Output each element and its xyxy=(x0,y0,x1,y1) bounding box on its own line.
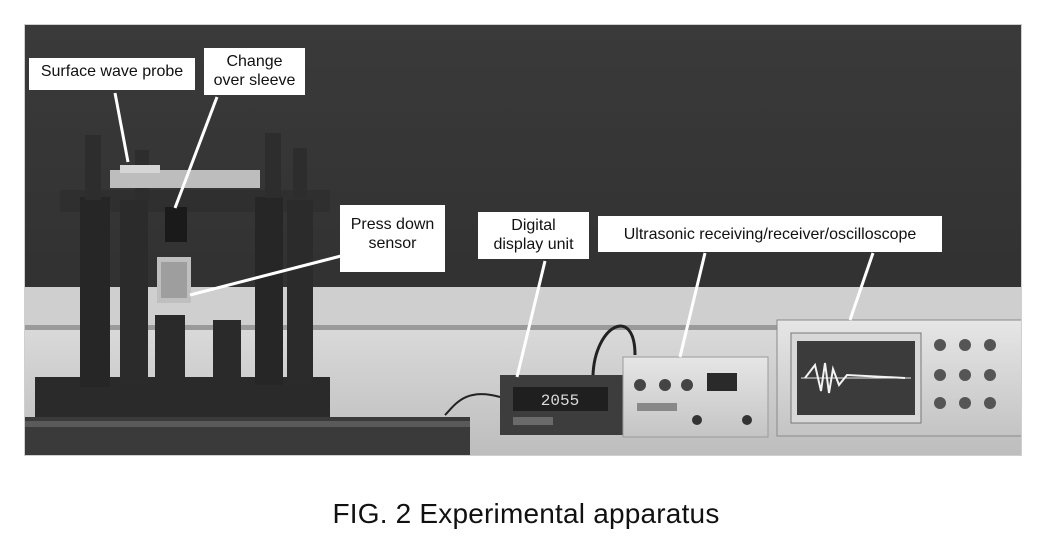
callout-change-over-sleeve: Change over sleeve xyxy=(204,48,305,95)
ultrasonic-receiver-device xyxy=(622,356,769,438)
callout-digital-display-unit: Digital display unit xyxy=(478,212,589,259)
callout-pointers xyxy=(113,92,875,378)
loading-frame xyxy=(35,133,330,419)
display-readout: 2055 xyxy=(541,392,579,410)
digital-display-device: 2055 xyxy=(500,375,625,435)
figure-caption: FIG. 2 Experimental apparatus xyxy=(332,498,720,529)
oscilloscope-device xyxy=(776,319,1021,437)
callout-press-down-sensor: Press down sensor xyxy=(340,205,445,272)
callout-surface-wave-probe: Surface wave probe xyxy=(29,58,195,90)
apparatus-photo: 2055 xyxy=(24,24,1022,456)
callout-ultrasonic-receiver: Ultrasonic receiving/receiver/oscillosco… xyxy=(598,216,942,252)
